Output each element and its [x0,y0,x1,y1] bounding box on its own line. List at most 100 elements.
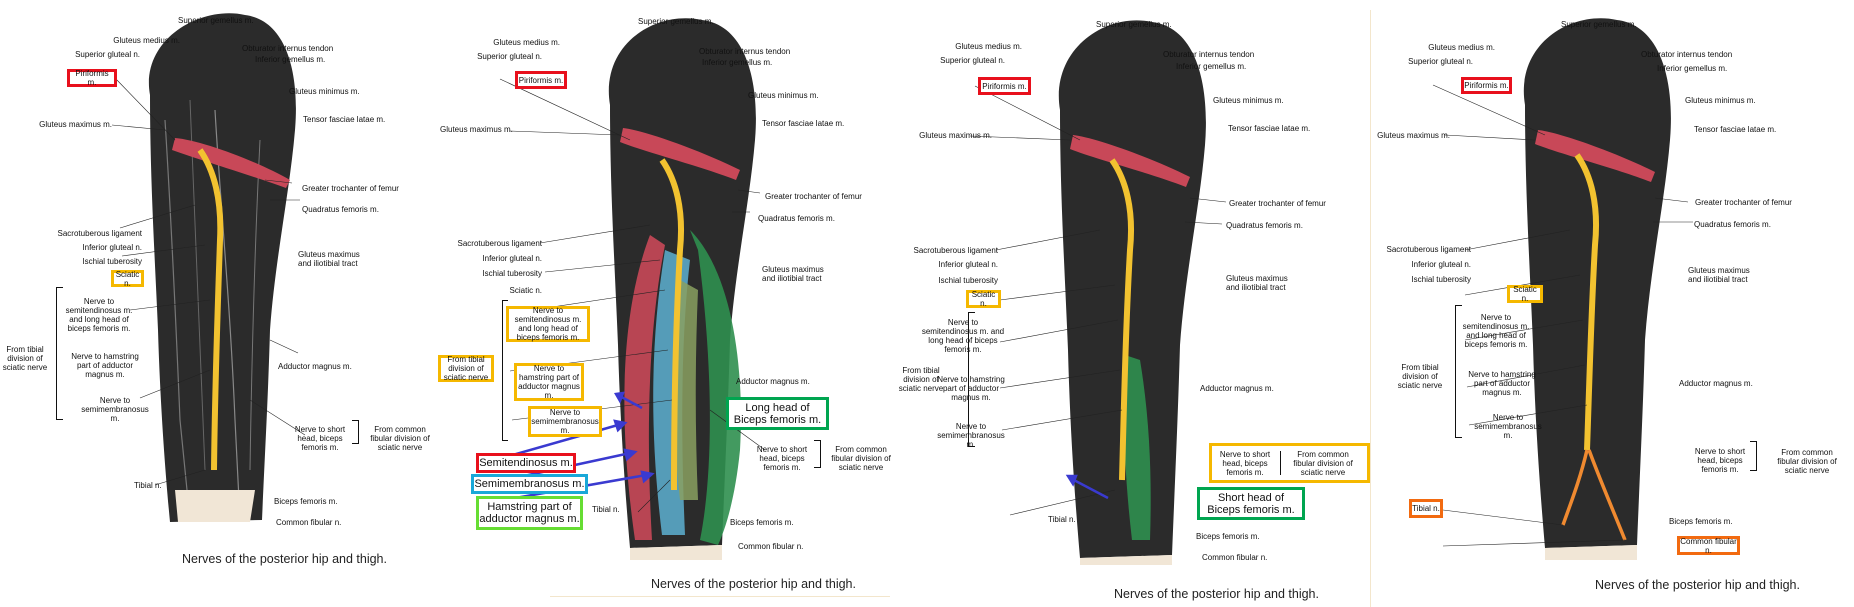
label-nerve-semimem: Nerve to semimembranosus m. [1474,413,1542,440]
label-nerve-semimem: Nerve to semimembranosus m. [937,422,1005,449]
figure-caption: Nerves of the posterior hip and thigh. [1114,587,1319,601]
label-superior-gemellus: Superior gemellus m. [178,16,254,25]
label-gluteus-max-itb: Gluteus maximus and iliotibial tract [298,250,360,268]
label-greater-trochanter: Greater trochanter of femur [1695,198,1792,207]
label-common-fibular-division: From common fibular division of sciatic … [1777,448,1837,475]
callout-piriformis: Piriformis m. [515,71,567,89]
sciatic-nerve [1574,153,1600,451]
bracket-tibial [502,300,508,441]
label-tibial: Tibial n. [1048,515,1076,524]
label-ischial-tuberosity: Ischial tuberosity [1411,275,1471,284]
bracket-fibular [352,420,359,444]
short-head-biceps-muscle [1123,355,1151,540]
panel-2: Superior gemellus m. Gluteus medius m. S… [438,0,900,607]
label-quadratus-femoris: Quadratus femoris m. [1226,221,1303,230]
label-gluteus-medius: Gluteus medius m. [1428,43,1495,52]
bracket-tibial [968,312,975,447]
label-gluteus-medius: Gluteus medius m. [113,36,180,45]
label-inferior-gemellus: Inferior gemellus m. [255,55,326,64]
callout-semimembranosus: Semimembranosus m. [471,474,588,494]
callout-arrows [1065,474,1109,500]
label-gluteus-minimus: Gluteus minimus m. [1213,96,1284,105]
label-tensor-fasciae: Tensor fasciae latae m. [303,115,386,124]
label-gluteus-max-itb: Gluteus maximus and iliotibial tract [762,265,824,283]
label-inferior-gluteal: Inferior gluteal n. [82,243,142,252]
label-common-fibular-division: From common fibular division of sciatic … [831,445,891,472]
label-inferior-gemellus: Inferior gemellus m. [1657,64,1728,73]
divider [550,596,890,597]
anatomy-illustration [969,20,1227,565]
label-common-fibular-division: From common fibular division of sciatic … [1293,449,1353,477]
sciatic-nerve [197,148,224,471]
label-greater-trochanter: Greater trochanter of femur [765,192,862,201]
label-sacrotuberous: Sacrotuberous ligament [457,239,543,248]
label-gluteus-minimus: Gluteus minimus m. [289,87,360,96]
callout-hamstring-adductor: Hamstring part of adductor magnus m. [476,496,583,530]
callout-piriformis: Piriformis m. [978,77,1031,95]
label-superior-gemellus: Superior gemellus m. [638,17,714,26]
figure-caption: Nerves of the posterior hip and thigh. [1595,578,1800,592]
label-adductor-magnus: Adductor magnus m. [1200,384,1274,393]
label-superior-gemellus: Superior gemellus m. [1561,20,1637,29]
callout-tibial: Tibial n. [1409,499,1443,518]
bracket-fibular [1750,441,1757,471]
label-nerve-short-head: Nerve to short head, biceps femoris m. [1219,449,1271,477]
long-head-biceps-muscle [690,230,741,545]
label-nerve-semimem: Nerve to semimembranosus m. [81,396,149,423]
piriformis-muscle [1535,130,1655,182]
label-nerve-hamstring: Nerve to hamstring part of adductor magn… [937,375,1005,402]
label-quadratus-femoris: Quadratus femoris m. [758,214,835,223]
callout-sciatic: Sciatic n. [1507,285,1543,303]
callout-short-head-biceps: Short head of Biceps femoris m. [1197,487,1305,520]
label-sacrotuberous: Sacrotuberous ligament [913,246,999,255]
label-tensor-fasciae: Tensor fasciae latae m. [762,119,845,128]
piriformis-muscle [1070,135,1190,187]
semitendinosus-muscle [624,235,665,540]
label-gluteus-medius: Gluteus medius m. [493,38,560,47]
anatomy-illustration [487,18,766,560]
label-obturator-internus: Obturator internus tendon [699,47,791,56]
label-gluteus-medius: Gluteus medius m. [955,42,1022,51]
callout-long-head-biceps: Long head of Biceps femoris m. [726,397,829,430]
label-obturator-internus: Obturator internus tendon [1641,50,1733,59]
label-gluteus-max-itb: Gluteus maximus and iliotibial tract [1226,274,1288,292]
label-sacrotuberous: Sacrotuberous ligament [1386,245,1472,254]
label-ischial-tuberosity: Ischial tuberosity [482,269,542,278]
label-gluteus-maximus: Gluteus maximus m. [440,125,513,134]
label-tibial-division: From tibial division of sciatic nerve [898,366,944,393]
label-obturator-internus: Obturator internus tendon [242,44,334,53]
callout-semitendinosus: Semitendinosus m. [476,453,576,473]
label-adductor-magnus: Adductor magnus m. [1679,379,1753,388]
label-gluteus-maximus: Gluteus maximus m. [919,131,992,140]
label-superior-gluteal: Superior gluteal n. [1408,57,1473,66]
label-adductor-magnus: Adductor magnus m. [278,362,352,371]
label-nerve-semitend: Nerve to semitendinosus m. and long head… [1462,313,1530,349]
label-gluteus-minimus: Gluteus minimus m. [1685,96,1756,105]
label-tibial: Tibial n. [592,505,620,514]
label-adductor-magnus: Adductor magnus m. [736,377,810,386]
common-fibular-nerve [1587,449,1627,541]
label-quadratus-femoris: Quadratus femoris m. [302,205,379,214]
label-biceps-femoris: Biceps femoris m. [1196,532,1260,541]
label-inferior-gluteal: Inferior gluteal n. [1411,260,1471,269]
label-tensor-fasciae: Tensor fasciae latae m. [1694,125,1777,134]
label-quadratus-femoris: Quadratus femoris m. [1694,220,1771,229]
bracket-fibular [814,440,821,468]
label-nerve-hamstring: Nerve to hamstring part of adductor magn… [1468,370,1536,397]
callout-sciatic: Sciatic n. [111,270,144,288]
sciatic-nerve [1109,158,1135,481]
label-ischial-tuberosity: Ischial tuberosity [938,276,998,285]
anatomy-illustration [1432,18,1693,560]
panel-3: Superior gemellus m. Gluteus medius m. S… [899,0,1375,607]
label-tibial-division: From tibial division of sciatic nerve [2,345,48,372]
label-greater-trochanter: Greater trochanter of femur [1229,199,1326,208]
panel-1: Superior gemellus m. Gluteus medius m. S… [0,0,440,607]
label-nerve-short-head: Nerve to short head, biceps femoris m. [756,445,808,472]
label-inferior-gluteal: Inferior gluteal n. [938,260,998,269]
bracket-fibular [1280,451,1282,475]
label-tibial: Tibial n. [134,481,162,490]
divider [1370,10,1371,607]
label-sciatic: Sciatic n. [509,286,542,295]
tibial-nerve [1561,449,1589,526]
label-biceps-femoris: Biceps femoris m. [730,518,794,527]
